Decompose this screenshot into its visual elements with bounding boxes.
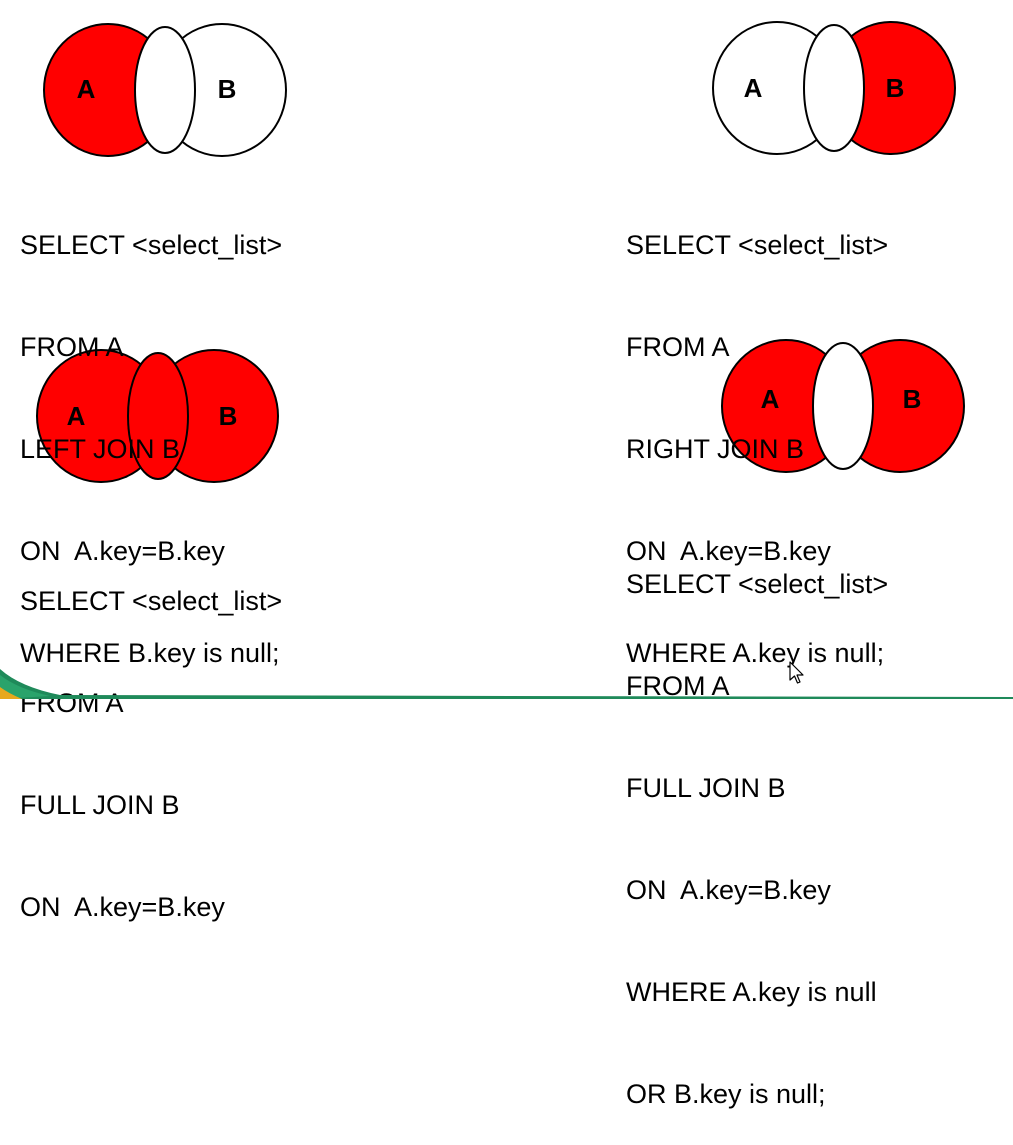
venn-left-join-exclusive: A B	[43, 23, 287, 157]
label-b: B	[886, 73, 905, 103]
label-a: A	[77, 74, 96, 104]
overlap-region	[803, 24, 865, 152]
sql-line: RIGHT JOIN B	[626, 434, 805, 464]
sql-line: FROM A	[20, 332, 124, 362]
venn-full-join-exclusive: A B	[721, 339, 965, 473]
sql-full-join-exclusive: SELECT <select_list> FROM A FULL JOIN B …	[626, 499, 888, 1145]
overlap-region	[127, 352, 189, 480]
sql-line: FROM A	[626, 671, 730, 701]
sql-line: WHERE A.key is null	[626, 977, 877, 1007]
sql-line: FULL JOIN B	[20, 790, 180, 820]
sql-left-join-exclusive: SELECT <select_list> FROM A LEFT JOIN B …	[20, 160, 282, 704]
overlap-region	[812, 342, 874, 470]
sql-full-join: SELECT <select_list> FROM A FULL JOIN B …	[20, 516, 282, 958]
sql-line: SELECT <select_list>	[626, 230, 889, 260]
label-b: B	[218, 74, 237, 104]
label-b: B	[219, 401, 238, 431]
overlap-region	[134, 26, 196, 154]
sql-line: SELECT <select_list>	[20, 230, 283, 260]
sql-line: ON A.key=B.key	[20, 536, 225, 566]
sql-right-join-exclusive: SELECT <select_list> FROM A RIGHT JOIN B…	[626, 160, 888, 704]
mouse-cursor-icon	[789, 661, 804, 684]
sql-line: LEFT JOIN B	[20, 434, 181, 464]
sql-line: WHERE A.key is null;	[626, 638, 885, 668]
venn-full-join: A B	[36, 349, 279, 483]
sql-line: ON A.key=B.key	[626, 875, 831, 905]
sql-line: SELECT <select_list>	[20, 586, 283, 616]
slide-footer-decoration	[0, 669, 1013, 699]
sql-line: SELECT <select_list>	[626, 569, 889, 599]
sql-line: ON A.key=B.key	[626, 536, 831, 566]
label-a: A	[67, 401, 86, 431]
sql-line: FULL JOIN B	[626, 773, 786, 803]
sql-line: WHERE B.key is null;	[20, 638, 280, 668]
label-a: A	[744, 73, 763, 103]
sql-line: OR B.key is null;	[626, 1079, 826, 1109]
label-b: B	[903, 384, 922, 414]
sql-line: FROM A	[626, 332, 730, 362]
venn-right-join-exclusive: A B	[712, 21, 956, 155]
sql-line: ON A.key=B.key	[20, 892, 225, 922]
label-a: A	[761, 384, 780, 414]
